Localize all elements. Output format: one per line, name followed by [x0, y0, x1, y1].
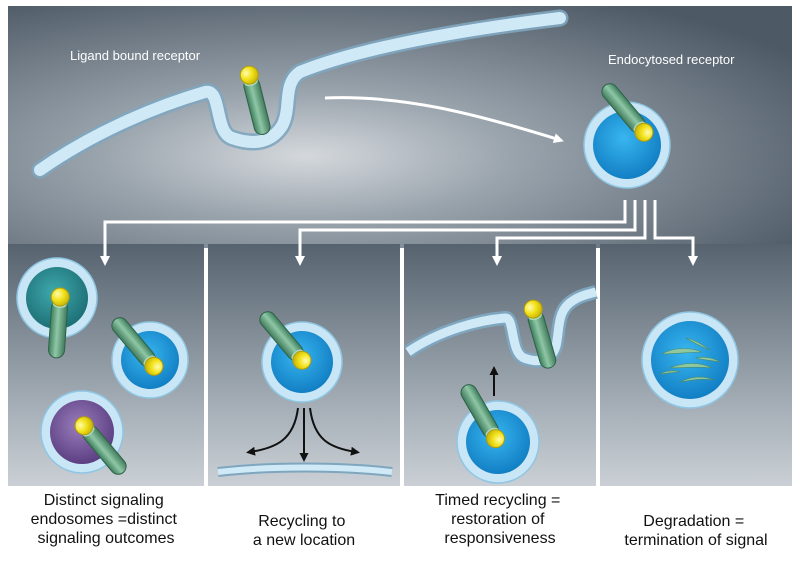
- recycling-arrows-icon: [246, 407, 360, 462]
- endocytosed-label: Endocytosed receptor: [608, 52, 735, 67]
- panel-1-caption: Distinct signaling endosomes =distinct s…: [31, 492, 182, 547]
- endocytosis-arrow-icon: [324, 96, 564, 143]
- branch-arrows: [100, 200, 698, 266]
- caption-box-2: [208, 486, 400, 554]
- ligand-bound-label: Ligand bound receptor: [70, 48, 201, 63]
- receptor-fragments-icon: [659, 337, 721, 383]
- panel-3-caption: Timed recycling = restoration of respons…: [435, 492, 565, 547]
- panel-2-caption: Recycling to a new location: [253, 513, 355, 549]
- plasma-membrane: [31, 9, 569, 179]
- degradation-endosome: [641, 311, 739, 409]
- arrow-to-panel-1-icon: [100, 200, 627, 266]
- arrow-to-panel-2-icon: [295, 200, 637, 266]
- panel-3-membrane: [404, 285, 598, 368]
- panel-4-caption: Degradation = termination of signal: [624, 513, 767, 549]
- arrow-to-panel-3-icon: [492, 200, 647, 266]
- caption-box-4: [600, 486, 792, 554]
- caption-box-3: [404, 486, 596, 554]
- caption-box-1: [8, 486, 204, 554]
- new-location-membrane: [217, 462, 393, 477]
- arrow-to-panel-4-icon: [653, 200, 698, 266]
